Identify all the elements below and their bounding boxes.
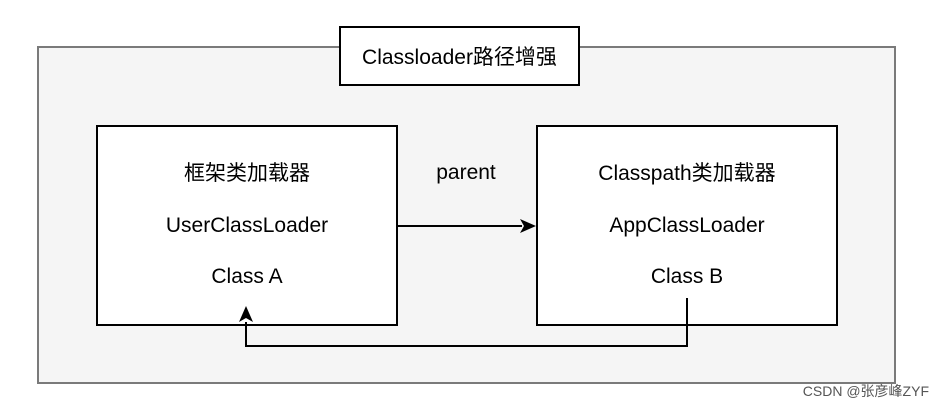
diagram-title-text: Classloader路径增强 [362, 46, 557, 69]
node-label-loader: UserClassLoader [165, 214, 329, 237]
csdn-watermark: CSDN @张彦峰ZYF [802, 383, 929, 399]
classpath-classloader-node: Classpath类加载器 AppClassLoader Class B [536, 125, 838, 326]
node-label-name: 框架类加载器 [184, 162, 310, 185]
parent-edge-label: parent [436, 161, 496, 184]
framework-classloader-node: 框架类加载器 UserClassLoader Class A [96, 125, 398, 326]
node-label-class: Class A [211, 265, 283, 288]
diagram-title: Classloader路径增强 [339, 26, 580, 86]
node-label-loader: AppClassLoader [609, 214, 765, 237]
node-label-class: Class B [650, 265, 724, 288]
node-label-name: Classpath类加载器 [598, 162, 776, 185]
